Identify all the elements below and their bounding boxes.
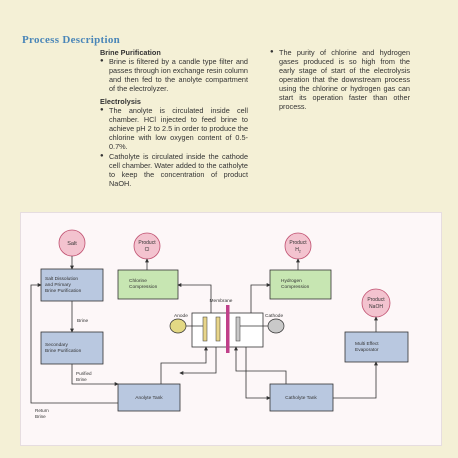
secondary-brine-label-2: Brine Purification bbox=[45, 348, 82, 354]
product-naoh-circle bbox=[361, 288, 391, 318]
salt-dissolution-label-2: and Primary bbox=[45, 282, 71, 288]
product-cl-label-1: Product bbox=[138, 240, 156, 246]
brine-flow-label: Brine bbox=[77, 318, 89, 324]
product-naoh-label-2: NaOH bbox=[369, 304, 383, 310]
cathode-terminal bbox=[267, 318, 285, 334]
bullet-catholyte: Catholyte is circulated inside the catho… bbox=[100, 152, 248, 188]
subheading-brine-purification: Brine Purification bbox=[100, 48, 161, 57]
text-column-right: The purity of chlorine and hydrogen gase… bbox=[270, 48, 410, 112]
product-naoh-label-1: Product bbox=[367, 297, 385, 303]
process-diagram-panel: Salt Product Cl Product H2 Product NaOH … bbox=[20, 212, 442, 446]
section-heading: Process Description bbox=[22, 34, 121, 46]
salt-label: Salt bbox=[67, 241, 77, 247]
text-column-left: Brine Purification Brine is filtered by … bbox=[100, 48, 248, 189]
anolyte-tank-label: Anolyte Tank bbox=[135, 395, 163, 401]
product-h2-circle bbox=[284, 232, 312, 260]
secondary-brine-box bbox=[40, 331, 104, 365]
bullet-anolyte: The anolyte is circulated inside cell ch… bbox=[100, 106, 248, 151]
cathode-label: Cathode bbox=[265, 313, 283, 319]
evaporator-label-2: Evaporator bbox=[355, 347, 379, 353]
hydrogen-compression-label-1: Hydrogen bbox=[281, 278, 302, 284]
flow-lines bbox=[30, 256, 378, 404]
product-h2-label-2: H2 bbox=[295, 247, 301, 254]
purified-brine-label-2: Brine bbox=[76, 377, 87, 382]
chlorine-compression-box bbox=[117, 269, 179, 300]
anode-plate-1 bbox=[202, 316, 208, 342]
return-brine-label-1: Return bbox=[35, 408, 49, 413]
product-cl-circle bbox=[133, 232, 161, 260]
membrane-label: Membrane bbox=[210, 298, 233, 304]
catholyte-tank-box bbox=[269, 383, 334, 412]
salt-dissolution-label-1: Salt Dissolution bbox=[45, 276, 78, 282]
product-h2-label-1: Product bbox=[289, 240, 307, 246]
return-brine-label-2: Brine bbox=[35, 414, 46, 419]
bullet-gas-purity: The purity of chlorine and hydrogen gase… bbox=[270, 48, 410, 111]
anode-plate-2 bbox=[215, 316, 221, 342]
process-diagram: Salt Product Cl Product H2 Product NaOH … bbox=[30, 229, 409, 419]
membrane bbox=[226, 305, 230, 353]
catholyte-tank-label: Catholyte Tank bbox=[285, 395, 317, 401]
subheading-electrolysis: Electrolysis bbox=[100, 97, 141, 106]
product-h2-sub: 2 bbox=[299, 250, 301, 254]
product-cl-label-2: Cl bbox=[145, 247, 150, 253]
secondary-brine-label-1: Secondary bbox=[45, 342, 69, 348]
hydrogen-compression-label-2: Compression bbox=[281, 284, 310, 290]
chlorine-compression-label-2: Compression bbox=[129, 284, 158, 290]
evaporator-label-1: Multi Effect bbox=[355, 341, 379, 347]
evaporator-box bbox=[344, 331, 409, 363]
salt-dissolution-box bbox=[40, 268, 104, 302]
salt-dissolution-label-3: Brine Purification bbox=[45, 288, 82, 294]
bullet-brine-filter: Brine is filtered by a candle type filte… bbox=[100, 57, 248, 93]
anode-label: Anode bbox=[174, 313, 188, 319]
anolyte-tank-box bbox=[117, 383, 181, 412]
purified-brine-label-1: Purified bbox=[76, 371, 92, 376]
chlorine-compression-label-1: Chlorine bbox=[129, 278, 147, 284]
hydrogen-compression-box bbox=[269, 269, 332, 300]
cathode-plate bbox=[235, 316, 241, 342]
product-h2-h: H bbox=[295, 247, 299, 253]
anode-terminal bbox=[169, 318, 187, 334]
